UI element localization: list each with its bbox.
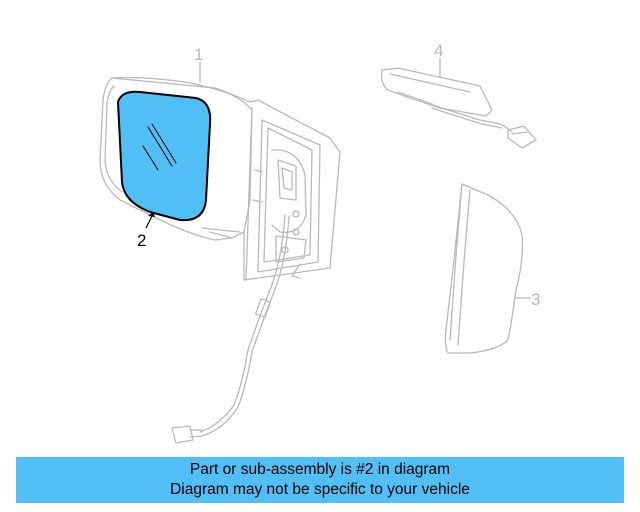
callout-3: 3: [531, 290, 540, 309]
callout-2: 2: [137, 231, 146, 250]
banner-line-2: Diagram may not be specific to your vehi…: [170, 481, 470, 498]
parts-diagram: 1 2 3 4: [99, 41, 540, 444]
wire-harness: [171, 214, 290, 444]
mirror-housing-part-1: [99, 76, 341, 281]
callout-4: 4: [434, 41, 443, 60]
banner-line-1: Part or sub-assembly is #2 in diagram: [189, 461, 451, 478]
info-banner: Part or sub-assembly is #2 in diagram Di…: [16, 457, 624, 503]
callout-1: 1: [194, 45, 203, 64]
turn-signal-part-4: [380, 67, 537, 149]
mirror-glass-part-2: [117, 90, 212, 222]
mirror-cover-part-3: [444, 183, 524, 354]
